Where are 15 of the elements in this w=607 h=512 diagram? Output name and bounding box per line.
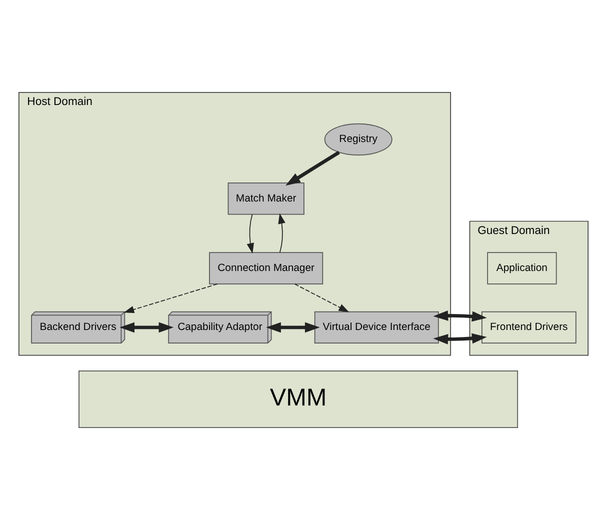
arrow xyxy=(120,322,174,332)
node-box: Frontend Drivers xyxy=(481,310,576,344)
arrow xyxy=(278,212,286,252)
arrow xyxy=(286,150,340,186)
node-box: Application xyxy=(487,252,557,284)
node-box: Virtual Device Interface xyxy=(314,310,439,344)
arrow xyxy=(124,283,218,313)
node-box: VMM xyxy=(78,370,518,428)
arrow xyxy=(294,283,350,312)
node-ellipse: Registry xyxy=(324,122,392,156)
node-box: Match Maker xyxy=(228,182,304,214)
arrow xyxy=(266,322,320,332)
arrow xyxy=(246,214,254,254)
arrow xyxy=(433,310,487,344)
node-box: Connection Manager xyxy=(209,252,324,284)
